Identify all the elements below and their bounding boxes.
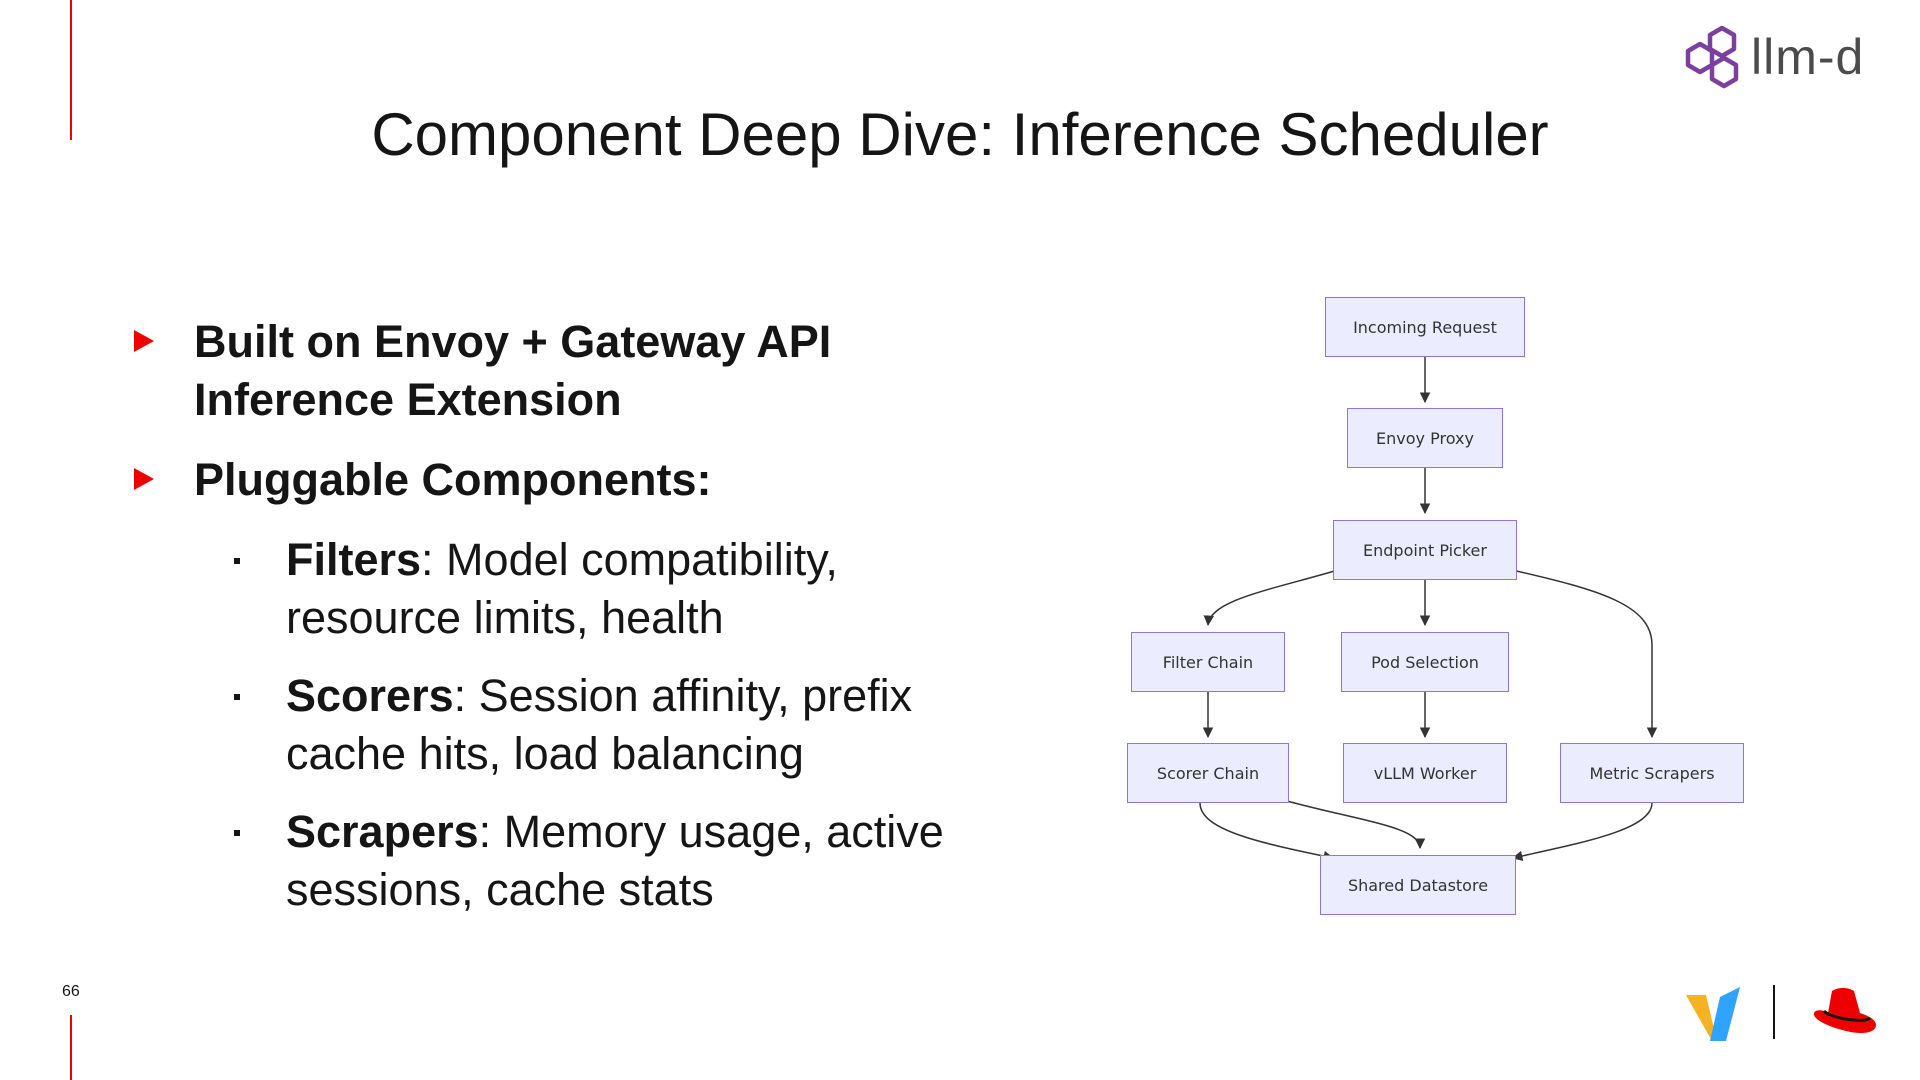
logo-text: llm-d — [1751, 29, 1865, 85]
edge-picker-to-filter — [1203, 569, 1339, 627]
edge-scorer-to-datastore-right — [1264, 794, 1426, 850]
edge-scorer-to-datastore-left — [1199, 802, 1335, 862]
bullet-triangle-icon — [134, 330, 154, 352]
llm-d-logo-icon — [1685, 25, 1739, 89]
red-hat-logo-icon — [1813, 988, 1876, 1033]
edge-picker-to-scrapers — [1511, 569, 1658, 739]
page-number: 66 — [62, 983, 80, 1000]
diagram-edges — [1199, 357, 1658, 862]
footer-separator — [1773, 985, 1775, 1039]
sub-bullet-term: Scorers — [286, 670, 454, 721]
bullet-envoy: Built on Envoy + Gateway API Inference E… — [134, 313, 1014, 429]
edge-scrapers-to-datastore — [1511, 802, 1653, 862]
sub-bullet-scrapers: Scrapers: Memory usage, active sessions,… — [134, 803, 1014, 919]
bullet-square-icon — [234, 694, 240, 700]
bullet-square-icon — [234, 558, 240, 564]
bullet-triangle-icon — [134, 468, 154, 490]
node-incoming-request: Incoming Request — [1325, 297, 1525, 357]
accent-line-bottom — [70, 1015, 72, 1080]
vllm-logo-icon — [1686, 987, 1740, 1041]
sub-bullet-term: Filters — [286, 534, 422, 585]
sub-bullet-text: : Model compatibility, resource limits, … — [286, 534, 838, 643]
node-filter-chain: Filter Chain — [1131, 632, 1285, 692]
bullet-pluggable: Pluggable Components: — [134, 451, 1014, 509]
node-vllm-worker: vLLM Worker — [1343, 743, 1507, 803]
llm-d-logo: llm-d — [1684, 22, 1894, 92]
node-shared-datastore: Shared Datastore — [1320, 855, 1516, 915]
node-endpoint-picker: Endpoint Picker — [1333, 520, 1517, 580]
sub-bullet-text: : Session affinity, prefix cache hits, l… — [286, 670, 913, 779]
bullet-square-icon — [234, 830, 240, 836]
sub-bullet-text: : Memory usage, active sessions, cache s… — [286, 806, 944, 915]
slide-title: Component Deep Dive: Inference Scheduler — [371, 101, 1549, 168]
sub-bullet-scorers: Scorers: Session affinity, prefix cache … — [134, 667, 1014, 783]
node-scorer-chain: Scorer Chain — [1127, 743, 1289, 803]
bullet-list: Built on Envoy + Gateway API Inference E… — [134, 313, 1014, 939]
sub-bullet-term: Scrapers — [286, 806, 479, 857]
bullet-envoy-text: Built on Envoy + Gateway API Inference E… — [194, 316, 832, 425]
bullet-pluggable-text: Pluggable Components: — [194, 454, 712, 505]
node-envoy-proxy: Envoy Proxy — [1347, 408, 1503, 468]
node-pod-selection: Pod Selection — [1341, 632, 1509, 692]
accent-line-top — [70, 0, 72, 140]
scheduler-flow-diagram: Incoming Request Envoy Proxy Endpoint Pi… — [1120, 285, 1760, 925]
sub-bullet-filters: Filters: Model compatibility, resource l… — [134, 531, 1014, 647]
node-metric-scrapers: Metric Scrapers — [1560, 743, 1744, 803]
